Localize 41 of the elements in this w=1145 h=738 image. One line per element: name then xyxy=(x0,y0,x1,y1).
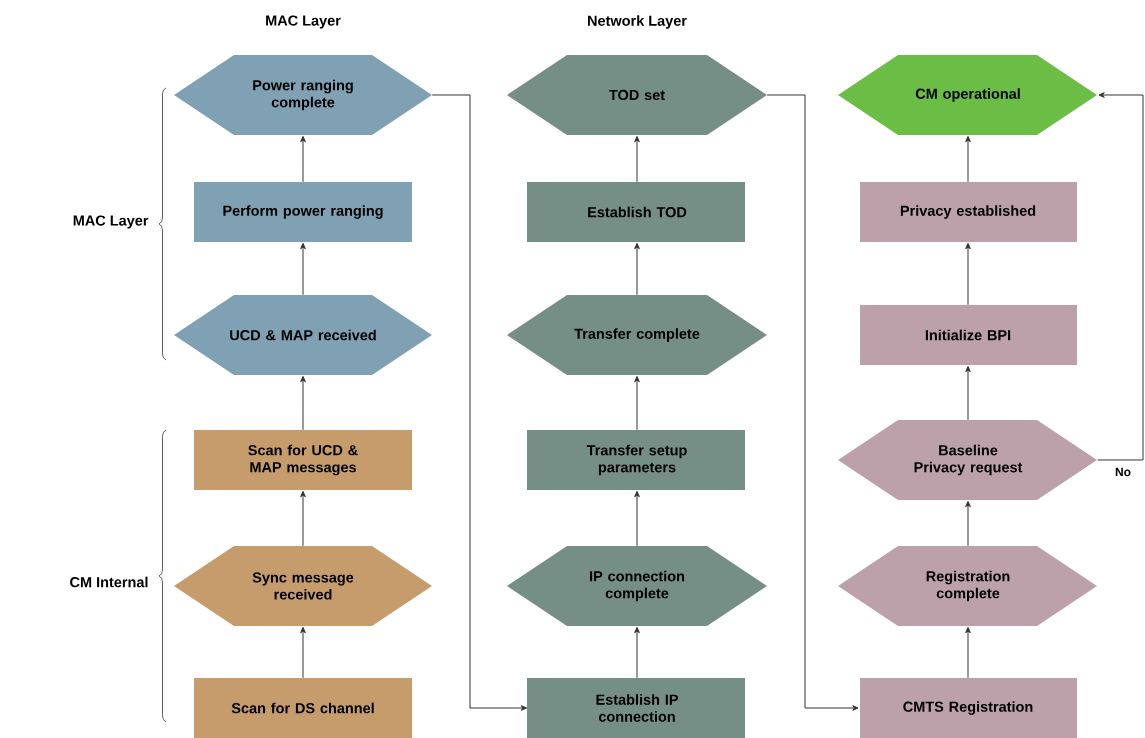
column-header: MAC Layer xyxy=(266,15,341,29)
process-box: Perform power ranging xyxy=(194,182,412,242)
process-box: Privacy established xyxy=(860,182,1077,242)
decision-hexagon: TOD set xyxy=(507,55,767,135)
process-box: Scan for DS channel xyxy=(194,678,412,738)
arrow xyxy=(965,626,971,679)
decision-hexagon: Registration complete xyxy=(838,546,1097,626)
process-box: Initialize BPI xyxy=(860,305,1077,365)
column-header: Network Layer xyxy=(588,15,687,29)
arrow xyxy=(300,490,306,547)
arrow xyxy=(634,626,640,679)
process-box: CMTS Registration xyxy=(860,678,1077,738)
arrow xyxy=(965,242,971,306)
arrow xyxy=(634,490,640,547)
decision-hexagon: CM operational xyxy=(838,55,1097,135)
arrow xyxy=(965,500,971,547)
process-box: Establish TOD xyxy=(527,182,745,242)
decision-hexagon: Transfer complete xyxy=(507,295,767,375)
arrow xyxy=(634,135,640,183)
arrow xyxy=(634,375,640,431)
arrow xyxy=(431,94,528,711)
arrow xyxy=(300,242,306,296)
decision-hexagon: Power ranging complete xyxy=(174,55,432,135)
brace-label: CM Internal xyxy=(70,576,148,588)
decision-hexagon: UCD & MAP received xyxy=(174,295,432,375)
process-box: Scan for UCD & MAP messages xyxy=(194,430,412,490)
arrow xyxy=(634,242,640,296)
brace-label: MAC Layer xyxy=(73,215,149,229)
decision-hexagon: Sync message received xyxy=(174,546,432,626)
decision-hexagon: Baseline Privacy request xyxy=(838,420,1097,500)
arrow xyxy=(766,94,859,711)
arrow xyxy=(965,365,971,421)
edge-label: No xyxy=(1115,467,1131,477)
process-box: Transfer setup parameters xyxy=(527,430,745,490)
arrow xyxy=(965,135,971,183)
arrow xyxy=(300,375,306,431)
arrow xyxy=(300,626,306,679)
arrow xyxy=(1097,92,1144,461)
decision-hexagon: IP connection complete xyxy=(507,546,767,626)
arrow xyxy=(300,135,306,183)
process-box: Establish IP connection xyxy=(527,678,745,738)
